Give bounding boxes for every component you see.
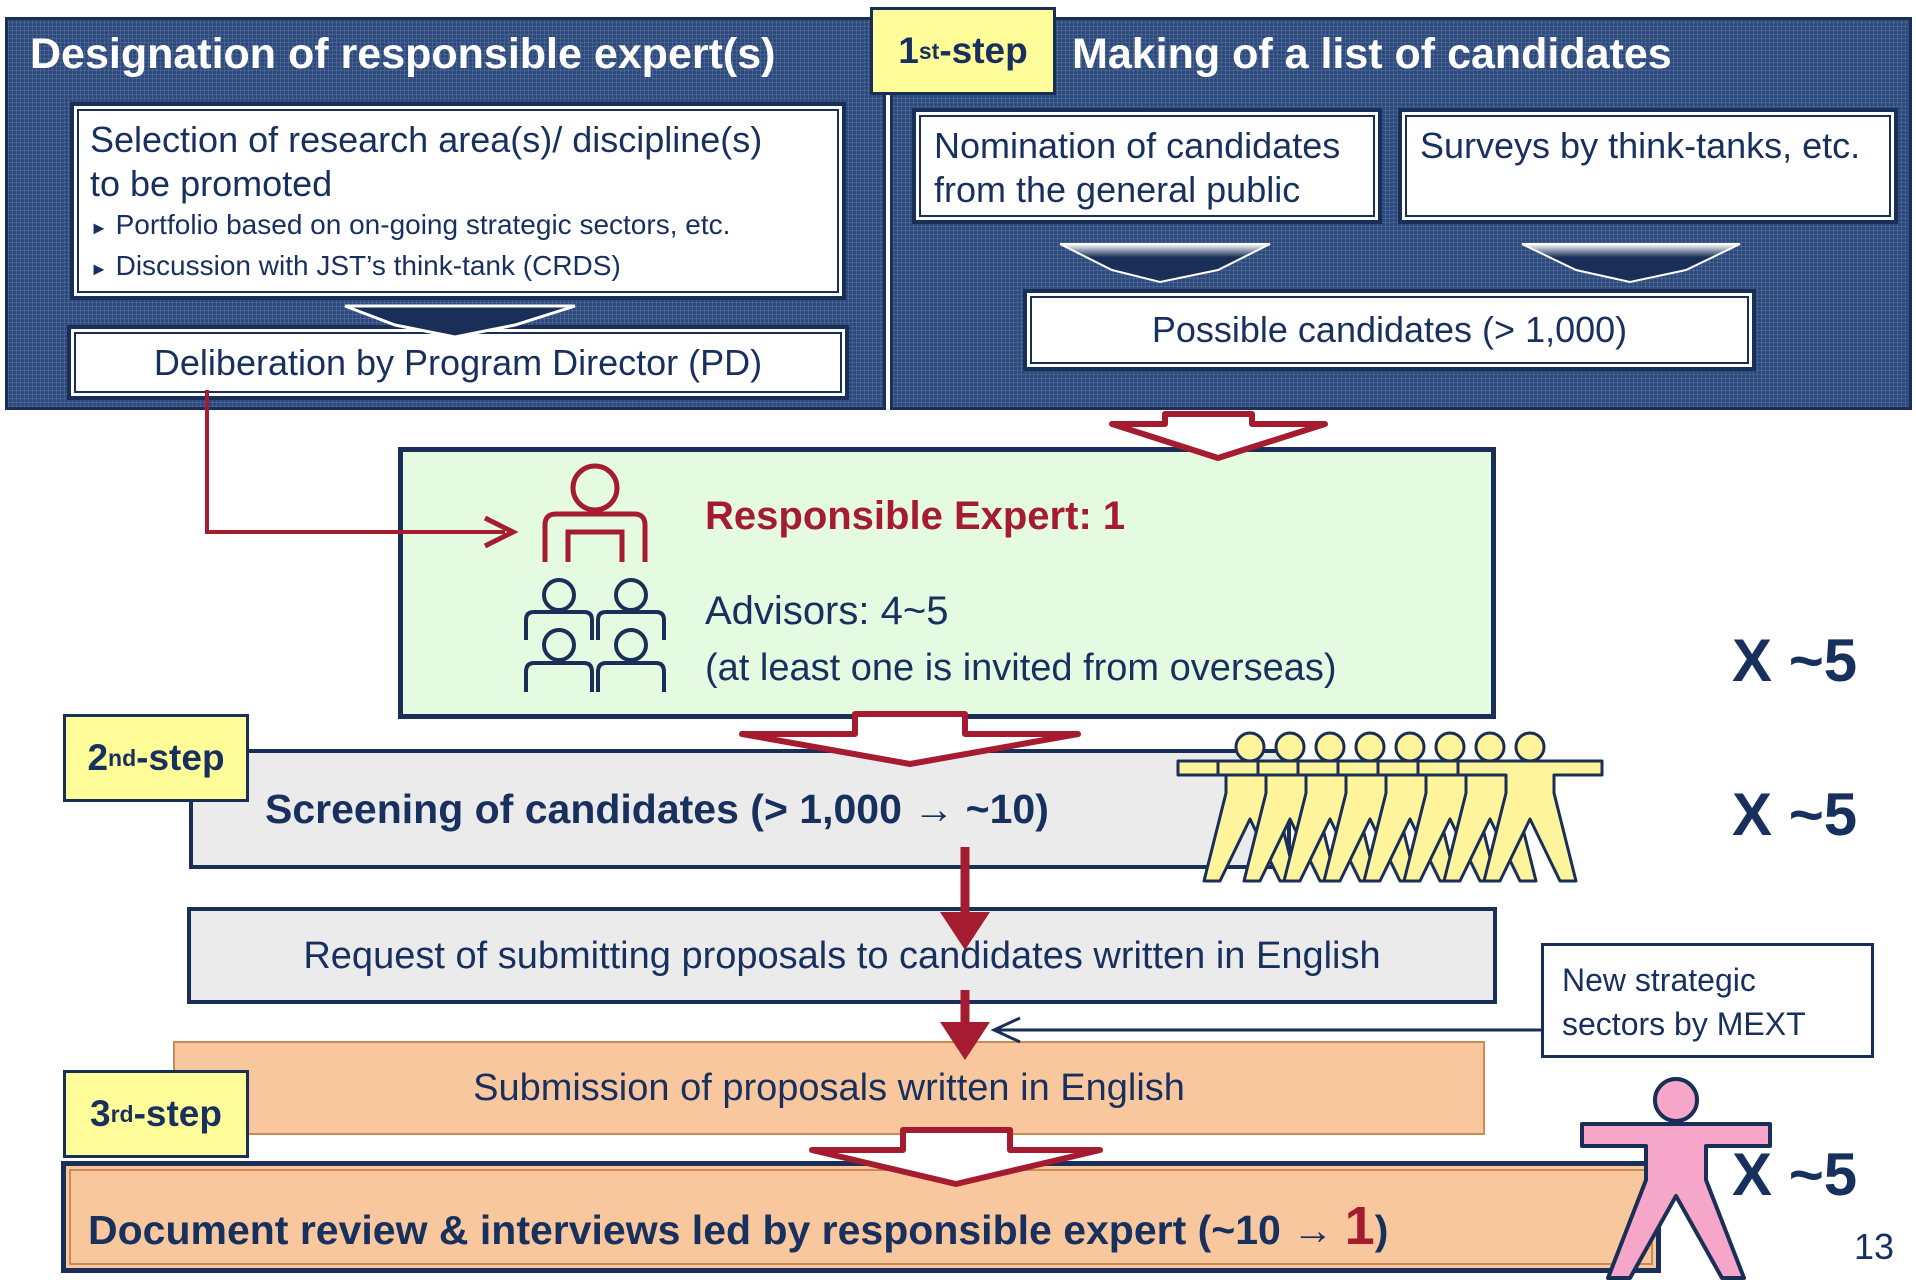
surveys-box: Surveys by think-tanks, etc. xyxy=(1398,108,1898,224)
bullet-discussion: ► Discussion with JST’s think-tank (CRDS… xyxy=(90,250,621,281)
review-result-number: 1 xyxy=(1344,1196,1375,1256)
selection-line-1: Selection of research area(s)/ disciplin… xyxy=(90,119,763,160)
bullet-portfolio: ► Portfolio based on on-going strategic … xyxy=(90,209,731,240)
arrow-selection-down xyxy=(344,304,576,339)
nomination-box: Nomination of candidates from the genera… xyxy=(912,108,1382,224)
review-text: Document review & interviews led by resp… xyxy=(88,1196,1389,1256)
screening-text: Screening of candidates (> 1,000 → ~10) xyxy=(265,786,1049,832)
candidates-list-header: Making of a list of candidates xyxy=(1072,30,1672,78)
possible-candidates-box: Possible candidates (> 1,000) xyxy=(1023,289,1756,371)
responsible-expert-icon xyxy=(542,463,648,562)
arrow-request-to-submission xyxy=(940,1022,990,1060)
mext-box: New strategic sectors by MEXT xyxy=(1541,943,1874,1058)
mext-arrowhead xyxy=(990,1016,1021,1044)
responsible-expert-title: Responsible Expert: 1 xyxy=(705,494,1126,538)
arrow-nomination-down xyxy=(1059,243,1271,284)
selected-candidate-icon xyxy=(1580,1077,1772,1280)
multiplier-experts: X ~5 xyxy=(1732,627,1858,694)
review-box xyxy=(61,1161,1661,1273)
screening-box xyxy=(189,749,1291,869)
page-number: 13 xyxy=(1854,1226,1895,1267)
arrow-to-expert xyxy=(1109,411,1328,461)
arrow-to-screening xyxy=(739,711,1081,767)
request-box: Request of submitting proposals to candi… xyxy=(187,907,1497,1004)
advisors-overseas: (at least one is invited from overseas) xyxy=(705,647,1337,689)
advisors-icon xyxy=(524,578,666,692)
advisors-label: Advisors: 4~5 xyxy=(705,589,949,633)
candidates-group-icon xyxy=(1176,731,1604,883)
expert-box xyxy=(398,447,1496,719)
multiplier-review: X ~5 xyxy=(1732,1141,1858,1208)
selection-box: Selection of research area(s)/ disciplin… xyxy=(70,102,846,300)
arrow-screening-to-request xyxy=(940,912,990,950)
selection-line-2: to be promoted xyxy=(90,163,333,204)
arrow-to-review xyxy=(809,1127,1103,1187)
candidate-figure-8 xyxy=(1456,731,1604,883)
designation-header: Designation of responsible expert(s) xyxy=(30,30,776,78)
connector-pd-to-expert xyxy=(205,390,505,534)
connector-arrowhead xyxy=(483,515,519,549)
arrow-surveys-down xyxy=(1521,243,1741,284)
multiplier-screening: X ~5 xyxy=(1732,781,1858,848)
